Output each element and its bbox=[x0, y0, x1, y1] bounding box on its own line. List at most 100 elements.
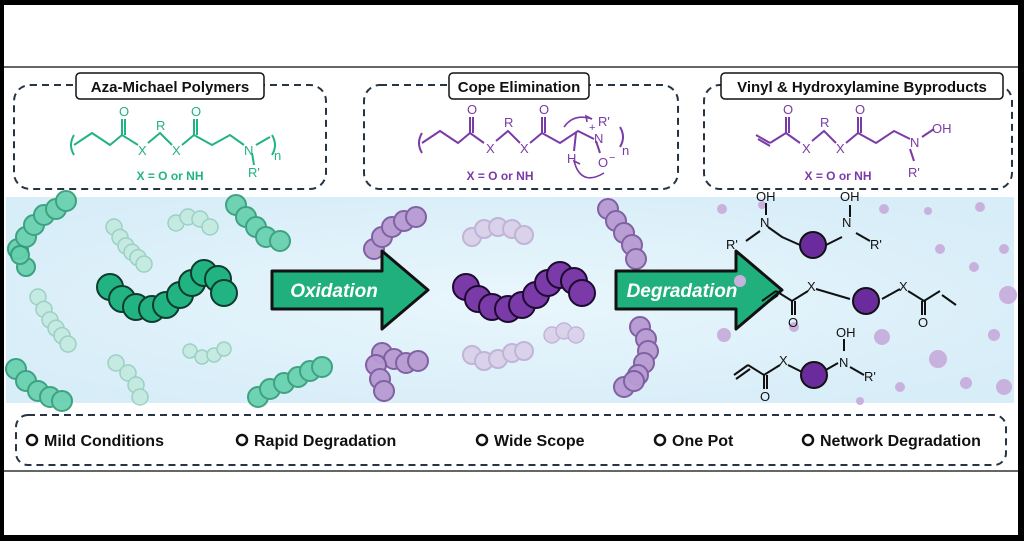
chain-bead bbox=[373, 380, 395, 402]
svg-text:O: O bbox=[783, 102, 793, 117]
core-circle-1 bbox=[799, 231, 827, 259]
chain-bead bbox=[623, 370, 645, 392]
x-label-cope: X = O or NH bbox=[466, 169, 533, 183]
svg-text:−: − bbox=[609, 152, 615, 164]
svg-text:X: X bbox=[807, 279, 816, 294]
oxidation-label: Oxidation bbox=[290, 281, 378, 302]
bg-dot bbox=[924, 207, 932, 215]
byproduct-2-labels: X X O O bbox=[788, 279, 928, 330]
feature-network-degradation: Network Degradation bbox=[820, 433, 981, 450]
bg-chain bbox=[29, 288, 77, 353]
svg-text:N: N bbox=[910, 135, 919, 150]
svg-text:O: O bbox=[918, 315, 928, 330]
svg-text:X: X bbox=[138, 143, 147, 158]
bg-dot bbox=[789, 322, 799, 332]
svg-text:X: X bbox=[836, 141, 845, 156]
svg-text:X: X bbox=[520, 141, 529, 156]
oxidation-arrow: Oxidation bbox=[270, 249, 430, 331]
svg-text:O: O bbox=[788, 315, 798, 330]
svg-text:X: X bbox=[486, 141, 495, 156]
chain-bead bbox=[55, 190, 77, 212]
purple-polymer-chain bbox=[452, 261, 596, 323]
svg-text:R': R' bbox=[248, 165, 260, 180]
svg-text:R: R bbox=[504, 115, 513, 130]
bg-dot bbox=[988, 329, 1000, 341]
svg-text:R': R' bbox=[726, 237, 738, 252]
feature-wide-scope: Wide Scope bbox=[494, 433, 585, 450]
svg-text:O: O bbox=[539, 102, 549, 117]
chain-bead bbox=[405, 206, 427, 228]
bg-dot bbox=[895, 382, 905, 392]
svg-text:X: X bbox=[899, 279, 908, 294]
bg-chain bbox=[613, 370, 645, 398]
bg-chain bbox=[462, 341, 534, 371]
graphical-abstract: Aza-Michael Polymers Cope Elimination Vi… bbox=[4, 66, 1018, 472]
feature-one-pot: One Pot bbox=[672, 433, 734, 450]
svg-text:N: N bbox=[244, 143, 253, 158]
bg-dot bbox=[717, 204, 727, 214]
chain-bead bbox=[311, 356, 333, 378]
bg-dot bbox=[969, 262, 979, 272]
svg-text:O: O bbox=[598, 155, 608, 170]
bullet-icon bbox=[475, 433, 489, 447]
bg-chain bbox=[225, 194, 291, 252]
chain-bead bbox=[514, 225, 534, 245]
degradation-arrow: Degradation bbox=[614, 249, 784, 331]
bg-chain bbox=[105, 218, 153, 273]
chain-bead bbox=[201, 218, 219, 236]
bg-dot bbox=[874, 329, 890, 345]
svg-text:N: N bbox=[839, 355, 848, 370]
structure-cope-labels: O O X R X N + R' n H O − X = O or NH bbox=[466, 102, 629, 183]
bg-dot bbox=[856, 397, 864, 405]
core-circle-3 bbox=[800, 361, 828, 389]
svg-text:X: X bbox=[802, 141, 811, 156]
svg-text:O: O bbox=[855, 102, 865, 117]
bg-chain bbox=[5, 358, 73, 412]
byproduct-acrylate-hydroxylamine bbox=[733, 339, 865, 389]
chain-bead bbox=[135, 255, 153, 273]
bg-dot bbox=[935, 244, 945, 254]
degradation-label: Degradation bbox=[627, 281, 738, 302]
bg-chain bbox=[543, 322, 585, 344]
chain-bead bbox=[269, 230, 291, 252]
bg-chain bbox=[365, 354, 395, 402]
structure-aza-michael-labels: O O X R X N n R' X = O or NH bbox=[119, 104, 281, 183]
structure-byproducts-labels: O O X R X N OH R' X = O or NH bbox=[783, 102, 952, 183]
byproduct-diacrylate bbox=[761, 288, 957, 315]
bg-chain bbox=[247, 356, 333, 408]
bg-chain bbox=[107, 354, 149, 406]
bullet-icon bbox=[235, 433, 249, 447]
features-panel bbox=[15, 414, 1007, 466]
structure-cope bbox=[418, 114, 624, 179]
features-list: Mild Conditions Rapid Degradation Wide S… bbox=[25, 433, 981, 450]
bg-dot bbox=[734, 275, 746, 287]
svg-text:n: n bbox=[622, 143, 629, 158]
bg-chain bbox=[167, 208, 219, 236]
svg-text:R': R' bbox=[864, 369, 876, 384]
panel-cope: Cope Elimination bbox=[363, 72, 679, 190]
svg-text:OH: OH bbox=[840, 189, 860, 204]
svg-text:OH: OH bbox=[756, 189, 776, 204]
svg-text:X: X bbox=[172, 143, 181, 158]
chain-bead bbox=[107, 354, 125, 372]
green-polymer-chain bbox=[96, 259, 238, 323]
chain-bead bbox=[625, 248, 647, 270]
svg-text:N: N bbox=[842, 215, 851, 230]
bg-chain bbox=[182, 341, 232, 365]
byproduct-1-labels: R' N OH N OH R' bbox=[726, 189, 882, 252]
bg-dot bbox=[999, 286, 1017, 304]
feature-mild-conditions: Mild Conditions bbox=[44, 433, 164, 450]
svg-text:n: n bbox=[274, 148, 281, 163]
chain-bead bbox=[96, 259, 238, 323]
chain-bead bbox=[567, 326, 585, 344]
core-circle-2 bbox=[852, 287, 880, 315]
bg-dot bbox=[999, 244, 1009, 254]
svg-text:R': R' bbox=[870, 237, 882, 252]
bg-dot bbox=[717, 328, 731, 342]
bullet-icon bbox=[25, 433, 39, 447]
svg-text:O: O bbox=[119, 104, 129, 119]
panel-aza-michael: Aza-Michael Polymers bbox=[13, 72, 327, 190]
bg-dot bbox=[960, 377, 972, 389]
chain-bead bbox=[182, 343, 198, 359]
bg-dot bbox=[975, 202, 985, 212]
